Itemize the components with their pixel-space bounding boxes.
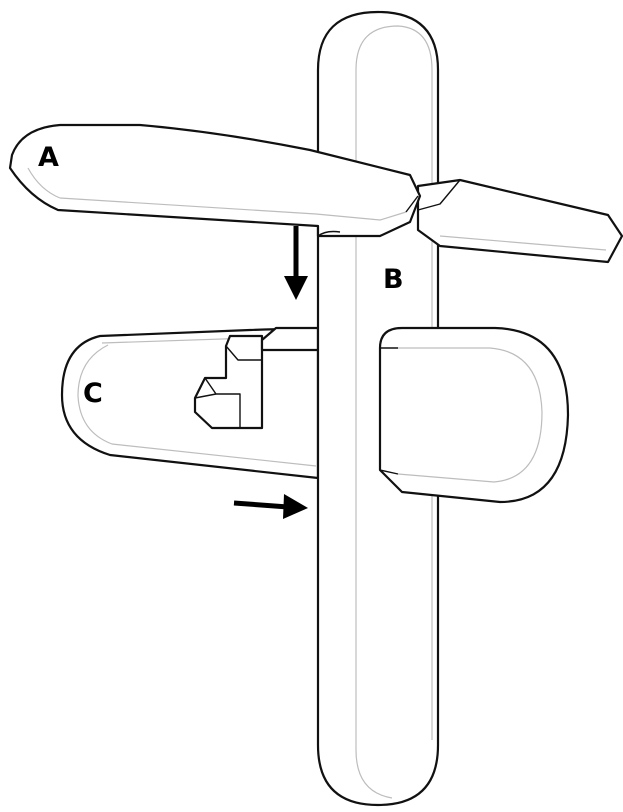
down-arrow — [284, 226, 308, 300]
part-c-left-body — [60, 326, 320, 480]
label-c: C — [83, 378, 103, 409]
part-a-lever-handle — [8, 123, 623, 264]
right-arrow — [233, 494, 308, 519]
label-b: B — [383, 264, 404, 295]
label-a: A — [38, 142, 59, 173]
part-c-latch — [193, 334, 264, 430]
part-c-right-tab — [378, 326, 570, 504]
